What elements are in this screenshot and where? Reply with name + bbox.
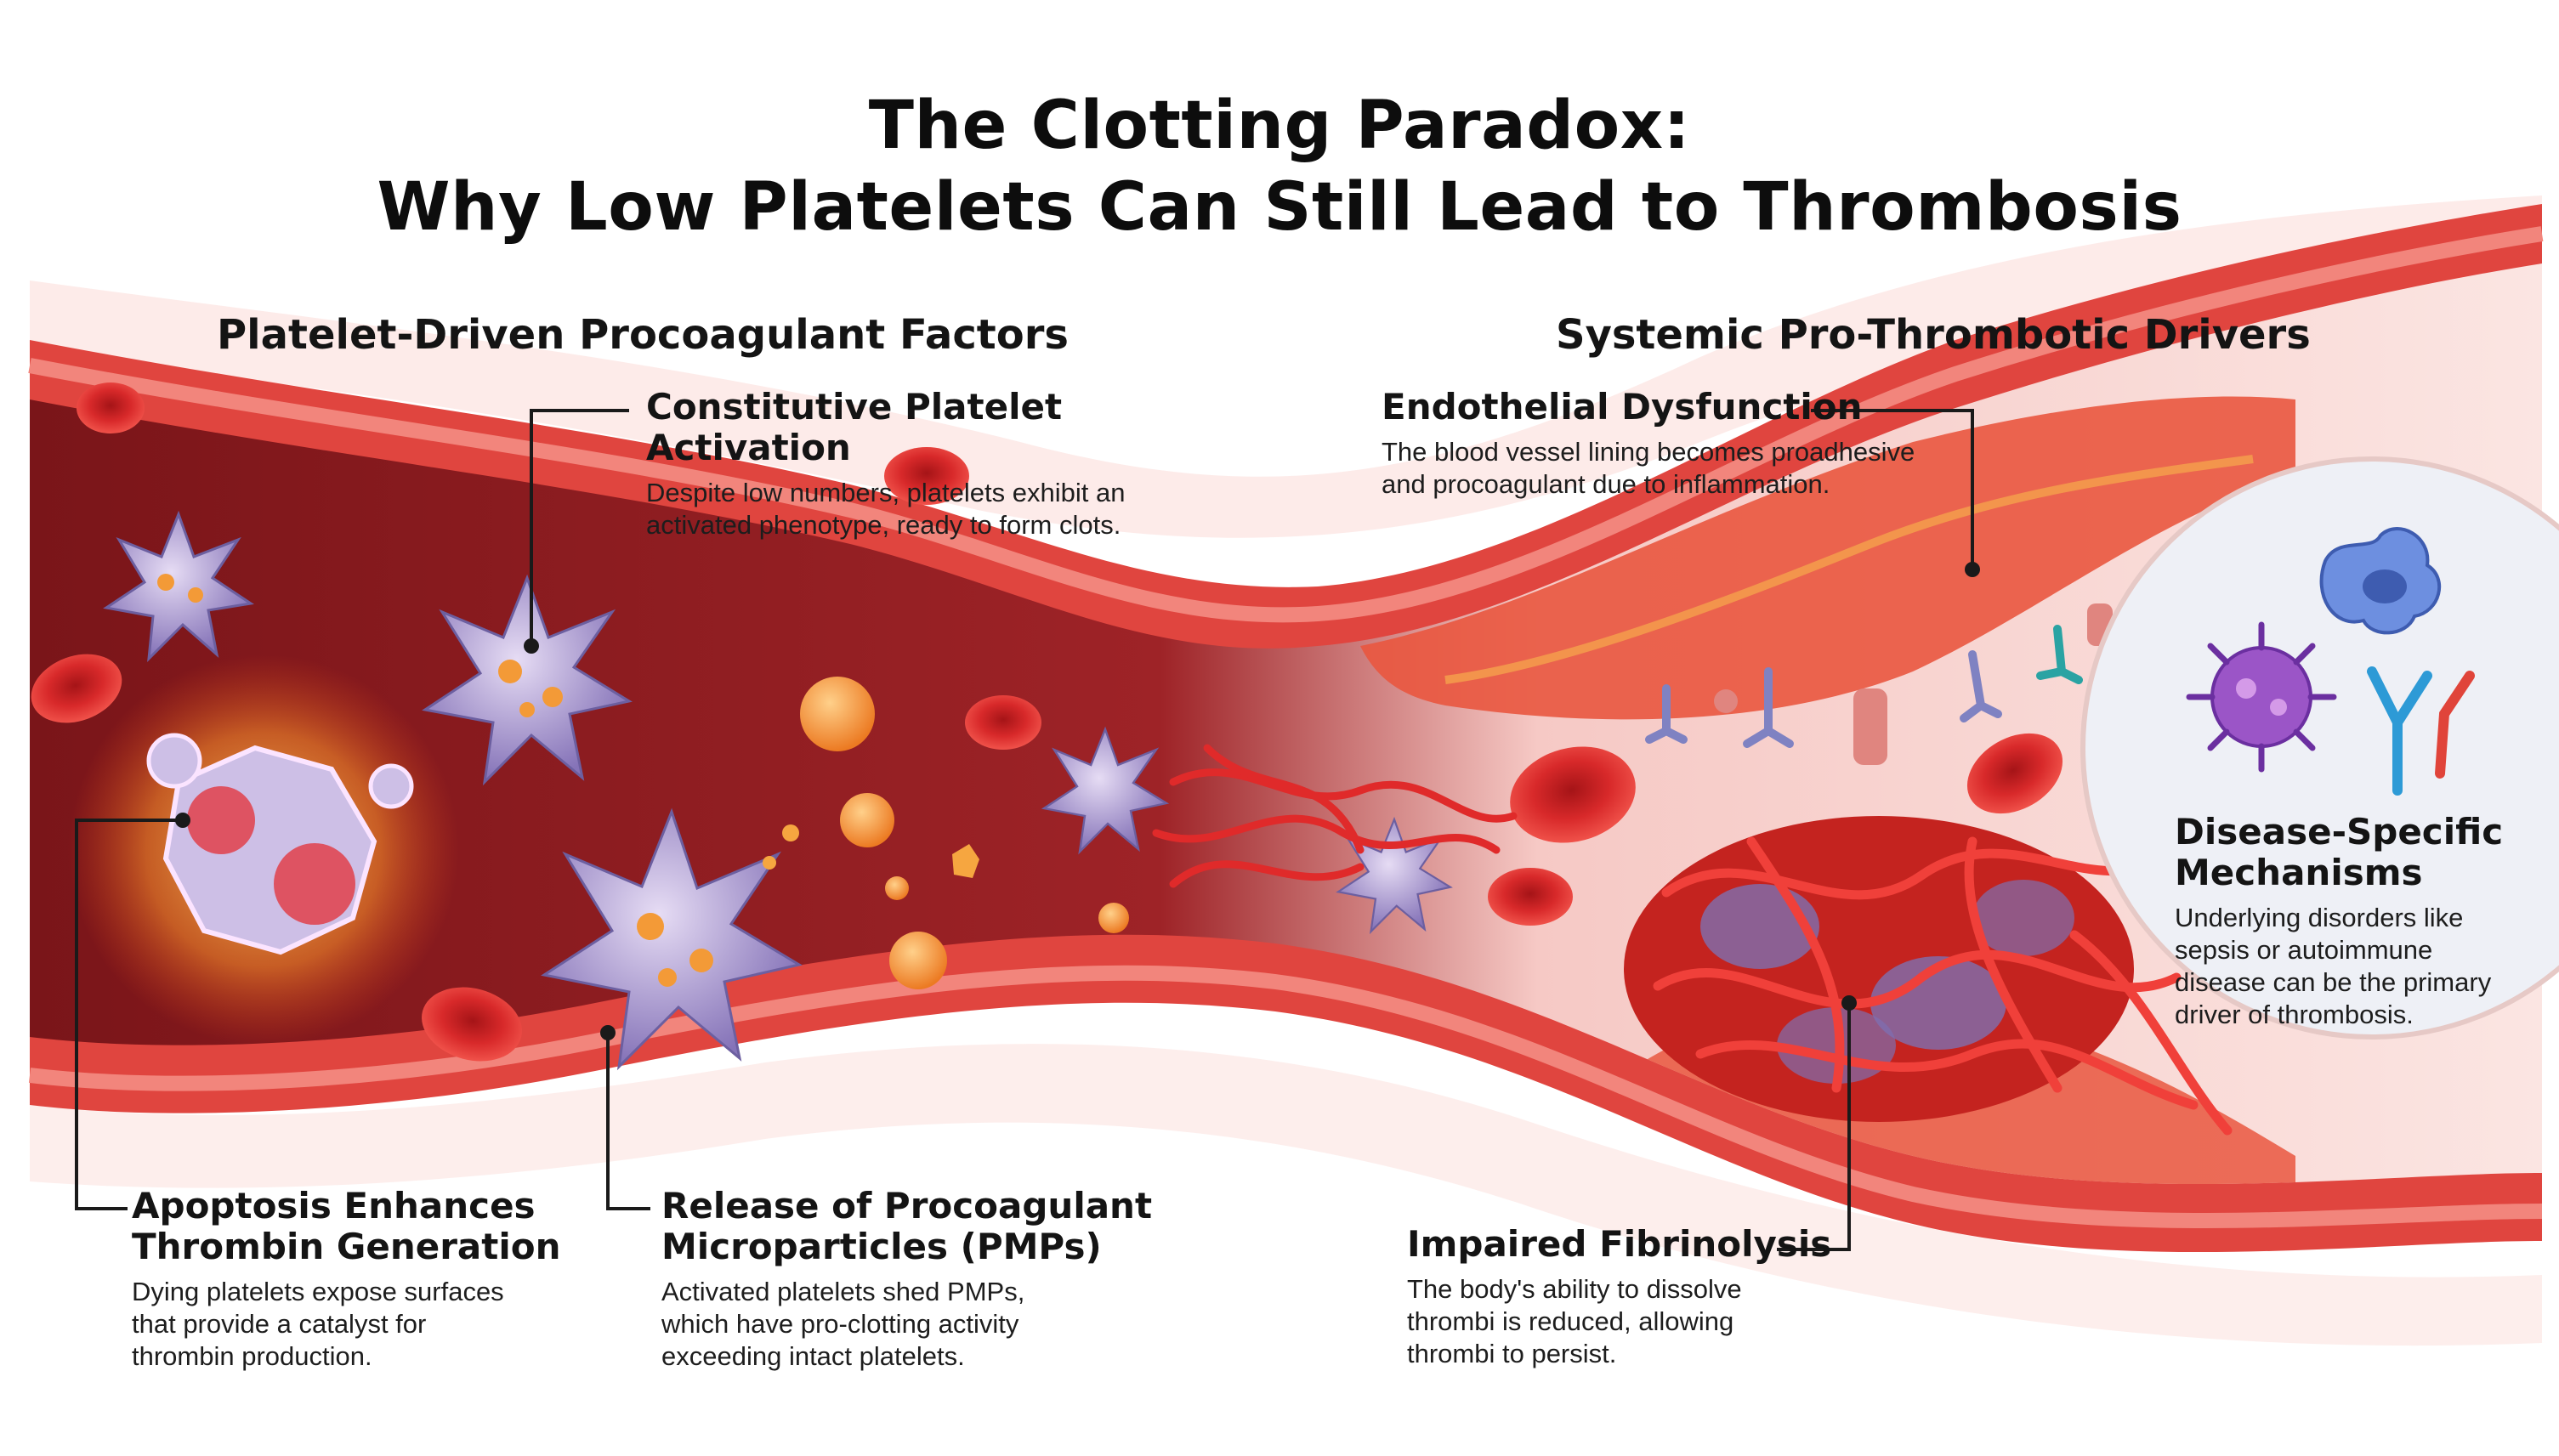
red-blood-cells	[31, 382, 2063, 1062]
callout-body-line: The body's ability to dissolve	[1407, 1274, 1742, 1304]
callout-body-line: Activated platelets shed PMPs,	[661, 1277, 1025, 1306]
callout-body: Despite low numbers, platelets exhibit a…	[646, 477, 1241, 541]
callout-body-line: which have pro-clotting activity	[661, 1309, 1019, 1339]
callout-heading: Apoptosis Enhances Thrombin Generation	[132, 1186, 574, 1267]
thrombus	[1624, 816, 2233, 1136]
callout-body-line: The blood vessel lining becomes proadhes…	[1382, 437, 1915, 467]
procoagulant-microparticles	[763, 677, 1129, 989]
virus-icon	[2186, 621, 2337, 773]
activated-platelet	[103, 510, 255, 663]
leader-constitutive	[530, 409, 629, 646]
callout-apoptosis: Apoptosis Enhances Thrombin Generation D…	[132, 1186, 574, 1373]
callout-body-line: disease can be the primary	[2175, 967, 2492, 997]
microparticle	[1098, 903, 1129, 933]
callout-body-line: activated phenotype, ready to form clots…	[646, 510, 1121, 540]
leader-endothelial	[1811, 409, 1974, 569]
fibrin-strands	[1152, 744, 1518, 888]
red-blood-cell	[31, 654, 122, 723]
apoptotic-platelet	[68, 654, 459, 1045]
activated-platelet	[422, 574, 633, 786]
callout-body-line: Underlying disorders like	[2175, 903, 2464, 932]
immune-cell-icon	[2319, 527, 2442, 635]
microparticle	[885, 876, 909, 900]
microparticle	[889, 932, 947, 989]
callout-body-line: driver of thrombosis.	[2175, 1000, 2414, 1029]
callout-body-line: sepsis or autoimmune	[2175, 935, 2433, 965]
activated-platelet	[541, 807, 803, 1071]
red-blood-cell	[1966, 733, 2063, 814]
red-blood-cell	[1488, 868, 1573, 926]
right-section-heading: Systemic Pro-Thrombotic Drivers	[1556, 311, 2311, 359]
page-title: The Clotting Paradox: Why Low Platelets …	[0, 85, 2559, 248]
callout-endothelial-dysfunction: Endothelial Dysfunction The blood vessel…	[1382, 387, 1994, 501]
leader-lines	[75, 409, 1980, 1251]
callout-heading: Constitutive Platelet Activation	[646, 386, 1063, 468]
callout-heading-line: Apoptosis Enhances	[132, 1185, 536, 1227]
callout-heading-line: Release of Procoagulant	[661, 1185, 1153, 1227]
callout-body-line: and procoagulant due to inflammation.	[1382, 469, 1830, 499]
callout-constitutive-activation: Constitutive Platelet Activation Despite…	[646, 387, 1241, 541]
activated-platelets	[103, 510, 1453, 1071]
callout-heading: Impaired Fibrinolysis	[1407, 1223, 1832, 1265]
red-blood-cell	[77, 382, 145, 433]
microparticle	[840, 793, 894, 847]
callout-body-line: thrombi to persist.	[1407, 1339, 1617, 1368]
activated-platelet	[1336, 816, 1453, 935]
title-line-2: Why Low Platelets Can Still Lead to Thro…	[377, 169, 2182, 246]
leader-apoptosis	[75, 819, 183, 1210]
microparticle	[952, 844, 979, 878]
callout-body-line: that provide a catalyst for	[132, 1309, 427, 1339]
left-section-heading: Platelet-Driven Procoagulant Factors	[217, 311, 1069, 359]
disease-inset	[2080, 456, 2559, 1040]
microparticle	[800, 677, 875, 751]
red-blood-cell	[422, 987, 522, 1062]
callout-body-line: Despite low numbers, platelets exhibit a…	[646, 478, 1126, 507]
leader-pmps	[606, 1033, 650, 1210]
antibody-icon	[2367, 666, 2475, 796]
microparticle	[763, 856, 776, 870]
callout-body-line: Dying platelets expose surfaces	[132, 1277, 504, 1306]
red-blood-cell	[884, 447, 969, 505]
callout-body: The body's ability to dissolve thrombi i…	[1407, 1273, 1883, 1370]
callout-heading: Release of Procoagulant Microparticles (…	[661, 1186, 1172, 1267]
callout-disease-specific: Disease-Specific Mechanisms Underlying d…	[2175, 812, 2532, 1031]
callout-pmps: Release of Procoagulant Microparticles (…	[661, 1186, 1172, 1373]
callout-body: Underlying disorders like sepsis or auto…	[2175, 902, 2532, 1031]
background-swirls	[30, 195, 2542, 1346]
red-blood-cell	[965, 695, 1041, 750]
callout-heading-line: Disease-Specific	[2175, 811, 2504, 853]
callout-body: Dying platelets expose surfaces that pro…	[132, 1276, 574, 1373]
activated-platelet	[1041, 726, 1170, 855]
callout-heading-line: Thrombin Generation	[132, 1226, 561, 1267]
callout-impaired-fibrinolysis: Impaired Fibrinolysis The body's ability…	[1407, 1224, 1883, 1370]
leader-fibrinolysis	[1777, 1003, 1851, 1251]
red-blood-cell	[1510, 746, 1636, 843]
callout-body-line: thrombi is reduced, allowing	[1407, 1306, 1734, 1336]
callout-heading-line: Microparticles (PMPs)	[661, 1226, 1102, 1267]
callout-body-line: exceeding intact platelets.	[661, 1341, 965, 1371]
callout-body: The blood vessel lining becomes proadhes…	[1382, 436, 1994, 501]
callout-heading-line: Mechanisms	[2175, 852, 2423, 893]
callout-heading: Endothelial Dysfunction	[1382, 386, 1863, 428]
microparticle	[782, 824, 799, 841]
callout-body-line: thrombin production.	[132, 1341, 372, 1371]
title-line-1: The Clotting Paradox:	[868, 88, 1691, 164]
callout-heading: Disease-Specific Mechanisms	[2175, 812, 2532, 893]
callout-body: Activated platelets shed PMPs, which hav…	[661, 1276, 1172, 1373]
